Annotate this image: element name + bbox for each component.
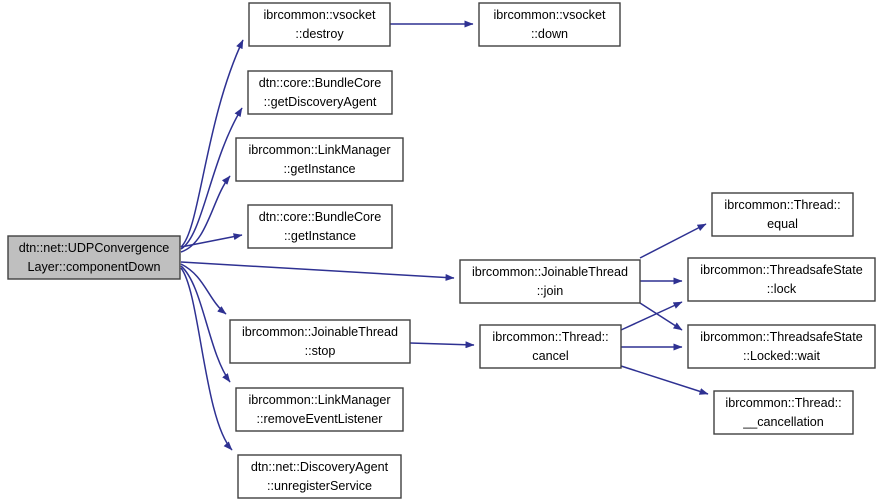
node-label-joinablethread-join-line1: ibrcommon::JoinableThread (472, 265, 628, 279)
edge-thread-cancel-to-thread-cancellation (620, 365, 709, 395)
node-vsocket-down[interactable]: ibrcommon::vsocket::down (478, 2, 621, 47)
node-thread-equal[interactable]: ibrcommon::Thread::equal (711, 192, 854, 237)
node-threadsafestate-locked-wait[interactable]: ibrcommon::ThreadsafeState::Locked::wait (687, 324, 876, 369)
node-joinablethread-stop[interactable]: ibrcommon::JoinableThread::stop (229, 319, 411, 364)
node-label-threadsafestate-locked-wait-line1: ibrcommon::ThreadsafeState (700, 330, 862, 344)
node-label-linkmanager-getinstance-line2: ::getInstance (283, 162, 355, 176)
node-box-threadsafestate-lock (687, 257, 876, 302)
node-box-thread-equal (711, 192, 854, 237)
node-label-thread-equal-line1: ibrcommon::Thread:: (724, 198, 840, 212)
node-box-joinablethread-join (459, 259, 641, 304)
edge-component-down-to-linkmanager-removeeventlistener (180, 265, 231, 383)
node-box-linkmanager-removeeventlistener (235, 387, 404, 432)
node-threadsafestate-lock[interactable]: ibrcommon::ThreadsafeState::lock (687, 257, 876, 302)
node-label-thread-equal-line2: equal (767, 217, 798, 231)
node-label-linkmanager-removeeventlistener-line2: ::removeEventListener (257, 412, 383, 426)
node-box-bundlecore-getdiscoveryagent (247, 70, 393, 115)
node-thread-cancellation[interactable]: ibrcommon::Thread::__cancellation (713, 390, 854, 435)
node-box-joinablethread-stop (229, 319, 411, 364)
edge-component-down-to-bundlecore-getinstance (180, 233, 243, 248)
node-label-linkmanager-getinstance-line1: ibrcommon::LinkManager (248, 143, 390, 157)
node-label-vsocket-down-line1: ibrcommon::vsocket (494, 8, 606, 22)
node-label-threadsafestate-locked-wait-line2: ::Locked::wait (743, 349, 821, 363)
node-component-down[interactable]: dtn::net::UDPConvergenceLayer::component… (7, 235, 181, 280)
node-box-thread-cancellation (713, 390, 854, 435)
edge-component-down-to-bundlecore-getdiscoveryagent (180, 107, 243, 250)
node-box-vsocket-destroy (248, 2, 391, 47)
node-box-vsocket-down (478, 2, 621, 47)
node-label-component-down-line2: Layer::componentDown (27, 260, 160, 274)
node-label-thread-cancel-line2: cancel (532, 349, 568, 363)
edge-joinablethread-stop-to-thread-cancel (409, 341, 475, 349)
edge-joinablethread-join-to-threadsafestate-locked-wait (639, 302, 683, 331)
edge-component-down-to-joinablethread-stop (180, 263, 227, 315)
node-label-bundlecore-getinstance-line2: ::getInstance (284, 229, 356, 243)
edges-layer (180, 20, 709, 451)
node-label-discoveryagent-unregisterservice-line1: dtn::net::DiscoveryAgent (251, 460, 389, 474)
node-label-bundlecore-getdiscoveryagent-line1: dtn::core::BundleCore (259, 76, 382, 90)
node-label-thread-cancellation-line1: ibrcommon::Thread:: (725, 396, 841, 410)
node-bundlecore-getdiscoveryagent[interactable]: dtn::core::BundleCore::getDiscoveryAgent (247, 70, 393, 115)
node-bundlecore-getinstance[interactable]: dtn::core::BundleCore::getInstance (247, 204, 393, 249)
node-vsocket-destroy[interactable]: ibrcommon::vsocket::destroy (248, 2, 391, 47)
node-label-threadsafestate-lock-line2: ::lock (767, 282, 797, 296)
node-joinablethread-join[interactable]: ibrcommon::JoinableThread::join (459, 259, 641, 304)
node-label-linkmanager-removeeventlistener-line1: ibrcommon::LinkManager (248, 393, 390, 407)
node-box-bundlecore-getinstance (247, 204, 393, 249)
edge-joinablethread-join-to-thread-equal (639, 223, 707, 259)
node-box-linkmanager-getinstance (235, 137, 404, 182)
node-linkmanager-getinstance[interactable]: ibrcommon::LinkManager::getInstance (235, 137, 404, 182)
node-label-vsocket-down-line2: ::down (531, 27, 568, 41)
node-box-component-down (7, 235, 181, 280)
node-label-joinablethread-stop-line2: ::stop (305, 344, 336, 358)
node-label-bundlecore-getinstance-line1: dtn::core::BundleCore (259, 210, 382, 224)
node-label-component-down-line1: dtn::net::UDPConvergence (19, 241, 170, 255)
node-thread-cancel[interactable]: ibrcommon::Thread::cancel (479, 324, 622, 369)
edge-component-down-to-joinablethread-join (180, 261, 455, 281)
node-box-thread-cancel (479, 324, 622, 369)
node-label-bundlecore-getdiscoveryagent-line2: ::getDiscoveryAgent (264, 95, 377, 109)
edge-component-down-to-linkmanager-getinstance (180, 175, 231, 253)
node-label-threadsafestate-lock-line1: ibrcommon::ThreadsafeState (700, 263, 862, 277)
node-label-thread-cancellation-line2: __cancellation (742, 415, 824, 429)
node-label-joinablethread-stop-line1: ibrcommon::JoinableThread (242, 325, 398, 339)
node-label-vsocket-destroy-line2: ::destroy (295, 27, 344, 41)
node-linkmanager-removeeventlistener[interactable]: ibrcommon::LinkManager::removeEventListe… (235, 387, 404, 432)
node-discoveryagent-unregisterservice[interactable]: dtn::net::DiscoveryAgent::unregisterServ… (237, 454, 402, 499)
edge-component-down-to-discoveryagent-unregisterservice (180, 267, 233, 451)
nodes-layer: dtn::net::UDPConvergenceLayer::component… (7, 2, 876, 499)
node-label-joinablethread-join-line2: ::join (537, 284, 564, 298)
node-label-discoveryagent-unregisterservice-line2: ::unregisterService (267, 479, 372, 493)
node-label-vsocket-destroy-line1: ibrcommon::vsocket (264, 8, 376, 22)
node-label-thread-cancel-line1: ibrcommon::Thread:: (492, 330, 608, 344)
node-box-discoveryagent-unregisterservice (237, 454, 402, 499)
edge-thread-cancel-to-threadsafestate-lock (620, 301, 683, 331)
edge-component-down-to-vsocket-destroy (180, 39, 244, 248)
node-box-threadsafestate-locked-wait (687, 324, 876, 369)
